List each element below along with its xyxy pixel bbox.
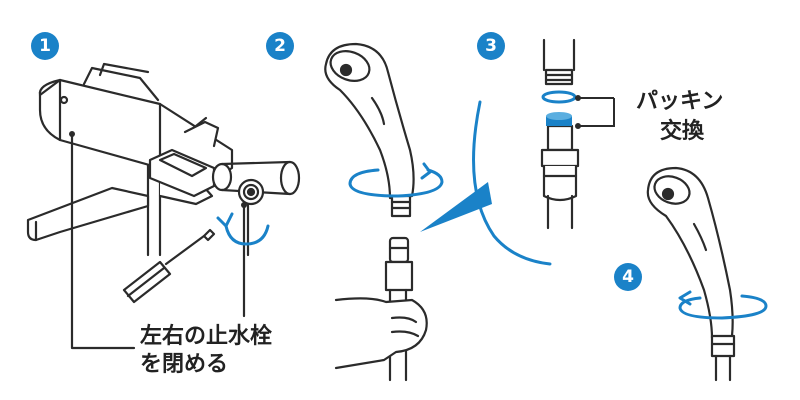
step-2-badge: 2 [266, 32, 294, 60]
step-1-badge: 1 [31, 32, 59, 60]
step-1-instruction-line-2: を閉める [140, 352, 229, 377]
step-1-instruction-line-1: 左右の止水栓 [140, 324, 273, 349]
step-4-badge: 4 [614, 263, 642, 291]
step-3-badge: 3 [477, 32, 505, 60]
step-3-instruction-line-2: 交換 [660, 119, 705, 144]
step-3-instruction-line-1: パッキン [636, 89, 724, 114]
